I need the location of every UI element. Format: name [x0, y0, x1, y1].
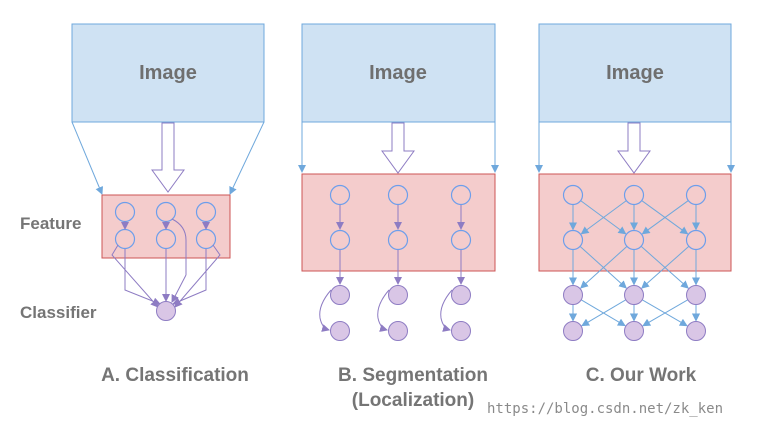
classifier-node [686, 285, 706, 305]
feature-row-label: Feature [20, 214, 81, 233]
classifier-node [624, 285, 644, 305]
feature-node [685, 229, 707, 251]
classifier-node [686, 321, 706, 341]
image-box [71, 23, 265, 123]
downsample-arrow [381, 122, 415, 174]
watermark-text: https://blog.csdn.net/zk_ken [487, 401, 723, 417]
classifier-node [388, 285, 408, 305]
image-box-label: Image [369, 62, 427, 84]
panel-classification: Image A. Classification [71, 23, 265, 386]
image-box-label: Image [606, 62, 664, 84]
classifier-node [156, 301, 176, 321]
connection-arrow [124, 249, 161, 306]
dense-connection-arrow [580, 200, 627, 235]
panel-caption: B. Segmentation [338, 365, 488, 386]
panel-caption: A. Classification [101, 365, 249, 386]
panel-our-work: Image C. Our Work [535, 23, 735, 386]
connection-arrow [377, 289, 390, 332]
panel-segmentation: Image B. Segmentation (Localization) [298, 23, 499, 411]
classifier-node [563, 285, 583, 305]
classifier-node [330, 285, 350, 305]
downsample-arrow [151, 122, 185, 193]
classifier-node [624, 321, 644, 341]
downsample-arrow [617, 122, 651, 174]
image-box [301, 23, 496, 123]
classifier-node [451, 285, 471, 305]
feature-node [450, 229, 472, 251]
dense-connection-arrow [642, 299, 689, 327]
dense-connection-arrow [641, 200, 689, 235]
connection-arrow [319, 289, 332, 332]
connection-arrow [440, 289, 453, 332]
feature-node [562, 229, 584, 251]
side-arrow-left [71, 121, 103, 195]
connection-arrow [171, 218, 187, 275]
connection-arrow [174, 244, 221, 308]
classifier-row-label: Classifier [20, 303, 97, 322]
dense-connection-arrow [581, 299, 627, 327]
classifier-node [330, 321, 350, 341]
feature-node [329, 229, 351, 251]
connection-arrow [172, 249, 207, 305]
feature-node [387, 184, 409, 206]
feature-node [623, 184, 645, 206]
feature-node [329, 184, 351, 206]
image-box-label: Image [139, 62, 197, 84]
connection-arrow [111, 244, 159, 308]
image-box [538, 23, 732, 123]
feature-node [450, 184, 472, 206]
feature-node [623, 229, 645, 251]
dense-connection-arrow [580, 245, 628, 289]
dense-connection-arrow [641, 245, 690, 289]
feature-node [562, 184, 584, 206]
connection-arrow [171, 274, 187, 303]
classifier-node [451, 321, 471, 341]
side-arrow-right [229, 121, 265, 195]
classifier-node [563, 321, 583, 341]
feature-node [685, 184, 707, 206]
feature-node [387, 229, 409, 251]
panel-caption: C. Our Work [586, 365, 697, 386]
panel-caption-sub: (Localization) [352, 390, 474, 411]
classifier-node [388, 321, 408, 341]
